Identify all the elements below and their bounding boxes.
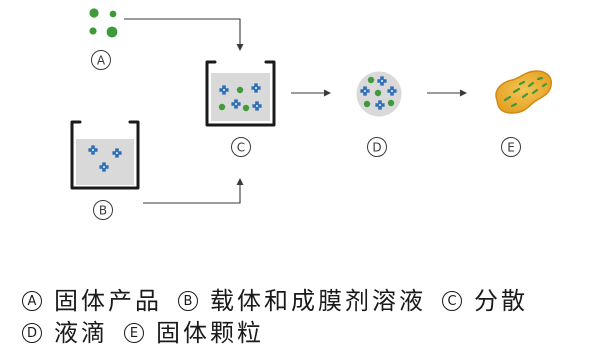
legend: A 固体产品 B 载体和成膜剂溶液 C 分散 D 液滴 E 固体颗粒 [22, 285, 588, 349]
node-label-a-text: A [97, 54, 106, 68]
green-particle [242, 104, 250, 112]
green-particle [374, 89, 382, 97]
node-label-b: B [93, 200, 113, 220]
label-circle [231, 137, 251, 157]
particle-body [495, 70, 552, 114]
embedded-particle [518, 80, 526, 86]
legend-text-d: 液滴 [54, 319, 108, 347]
green-particle [106, 26, 118, 38]
node-b-beaker-solution [70, 120, 140, 190]
embedded-particle [510, 102, 518, 108]
node-label-a: A [91, 50, 111, 70]
green-particle [387, 99, 395, 107]
embedded-particle [521, 92, 529, 99]
legend-text-b: 载体和成膜剂溶液 [210, 287, 426, 315]
node-label-e-text: E [507, 141, 515, 155]
green-particle [363, 100, 371, 108]
beaker-outline [205, 60, 276, 127]
legend-letter-c: C [442, 291, 462, 311]
node-label-d: D [367, 137, 387, 157]
legend-text-c: 分散 [474, 287, 528, 315]
legend-letter-d: D [22, 323, 42, 343]
embedded-particle [531, 88, 539, 95]
green-particle [367, 76, 375, 84]
embedded-particle [527, 81, 535, 88]
embedded-particle [541, 82, 548, 88]
solution-fill [76, 139, 134, 185]
process-diagram: A B C [70, 8, 552, 220]
legend-text-a: 固体产品 [54, 287, 162, 315]
legend-line: A 固体产品 B 载体和成膜剂溶液 C 分散 [22, 285, 588, 317]
legend-item-a: A 固体产品 [22, 285, 162, 317]
legend-text-e: 固体颗粒 [156, 319, 264, 347]
node-e-solid-particle [495, 70, 552, 114]
green-particle [89, 8, 99, 18]
node-d-droplet [356, 71, 402, 117]
node-label-d-text: D [372, 141, 381, 155]
label-circle [367, 137, 387, 157]
label-circle [91, 50, 111, 70]
embedded-particle [536, 76, 544, 81]
label-circle [501, 137, 521, 157]
legend-item-e: E 固体颗粒 [124, 317, 264, 349]
legend-letter-b: B [178, 291, 198, 311]
node-label-e: E [501, 137, 521, 157]
legend-letter-e: E [124, 323, 144, 343]
embedded-particle [503, 95, 512, 102]
node-label-c: C [231, 137, 251, 157]
green-particle [218, 103, 226, 111]
beaker-outline [70, 120, 140, 190]
embedded-particle [512, 87, 521, 94]
node-label-b-text: B [99, 204, 107, 218]
legend-letter-a: A [22, 291, 42, 311]
dispersion-fill [211, 73, 270, 121]
arrow-b-to-c [143, 178, 244, 204]
legend-item-b: B 载体和成膜剂溶液 [178, 285, 426, 317]
legend-item-d: D 液滴 [22, 317, 108, 349]
green-particle [89, 27, 97, 35]
arrow-a-to-c [124, 18, 244, 51]
green-particle [109, 10, 117, 18]
label-circle [93, 200, 113, 220]
node-c-beaker-dispersion [205, 60, 276, 127]
green-particle [236, 86, 244, 94]
node-a-solid-product [89, 8, 118, 38]
legend-item-c: C 分散 [442, 285, 528, 317]
legend-line: D 液滴 E 固体颗粒 [22, 317, 588, 349]
node-label-c-text: C [237, 141, 245, 155]
